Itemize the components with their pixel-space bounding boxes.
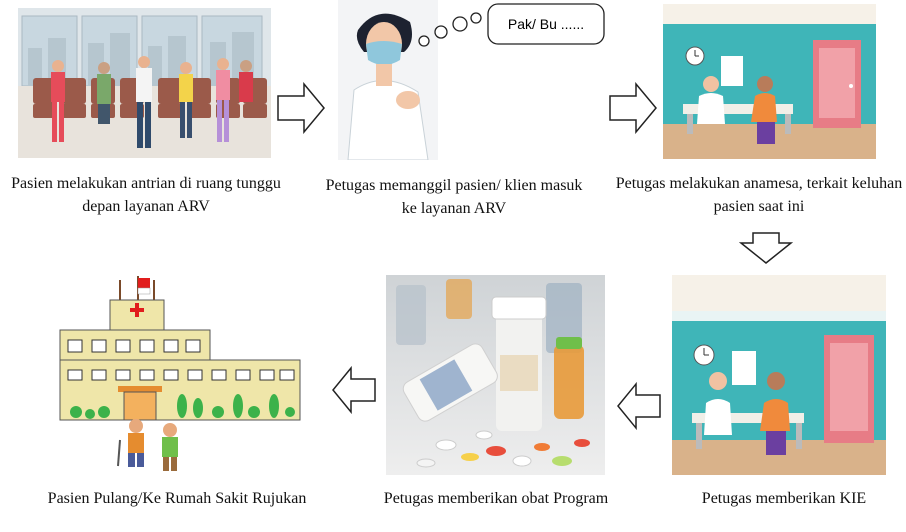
step-6-caption: Pasien Pulang/Ke Rumah Sakit Rujukan — [47, 490, 307, 507]
step-5-caption: Petugas memberikan obat Program — [383, 490, 609, 507]
step-4-caption: Petugas memberikan KIE — [701, 490, 867, 507]
medicine-photo — [386, 275, 605, 475]
arrow-right-icon — [608, 82, 658, 134]
consultation-image — [663, 4, 876, 159]
arrow-left-icon — [331, 366, 377, 414]
speech-bubble-text: Pak/ Bu ...... — [507, 16, 585, 32]
step-3-caption: Petugas melakukan anamesa, terkait keluh… — [615, 175, 903, 215]
step-1-caption: Pasien melakukan antrian di ruang tunggu… — [11, 175, 281, 215]
waiting-room-image — [18, 8, 271, 158]
hospital-image — [54, 270, 306, 478]
arrow-right-icon — [276, 82, 326, 134]
arrow-left-icon — [616, 382, 662, 430]
kie-consultation-image — [672, 275, 886, 475]
nurse-calling-image — [338, 0, 620, 160]
arrow-down-icon — [739, 231, 793, 265]
step-2-caption: Petugas memanggil pasien/ klien masuk ke… — [325, 177, 583, 217]
